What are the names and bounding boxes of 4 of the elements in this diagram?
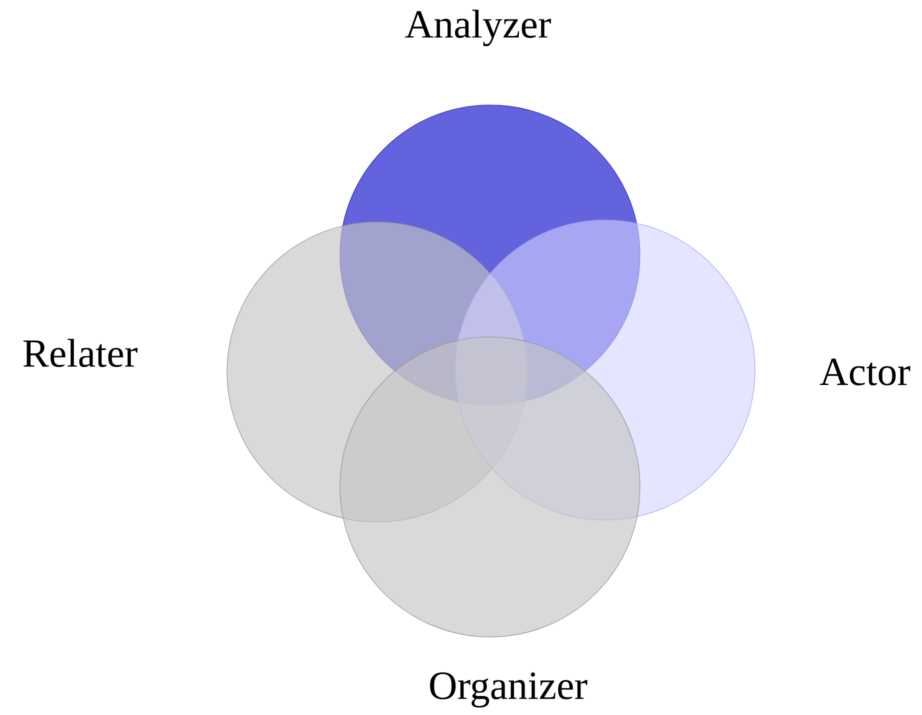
- node-label: Relater: [23, 338, 138, 368]
- node-label: Actor: [820, 358, 910, 386]
- node-label: Analyzer: [405, 10, 551, 46]
- node-label: Organizer: [430, 672, 588, 708]
